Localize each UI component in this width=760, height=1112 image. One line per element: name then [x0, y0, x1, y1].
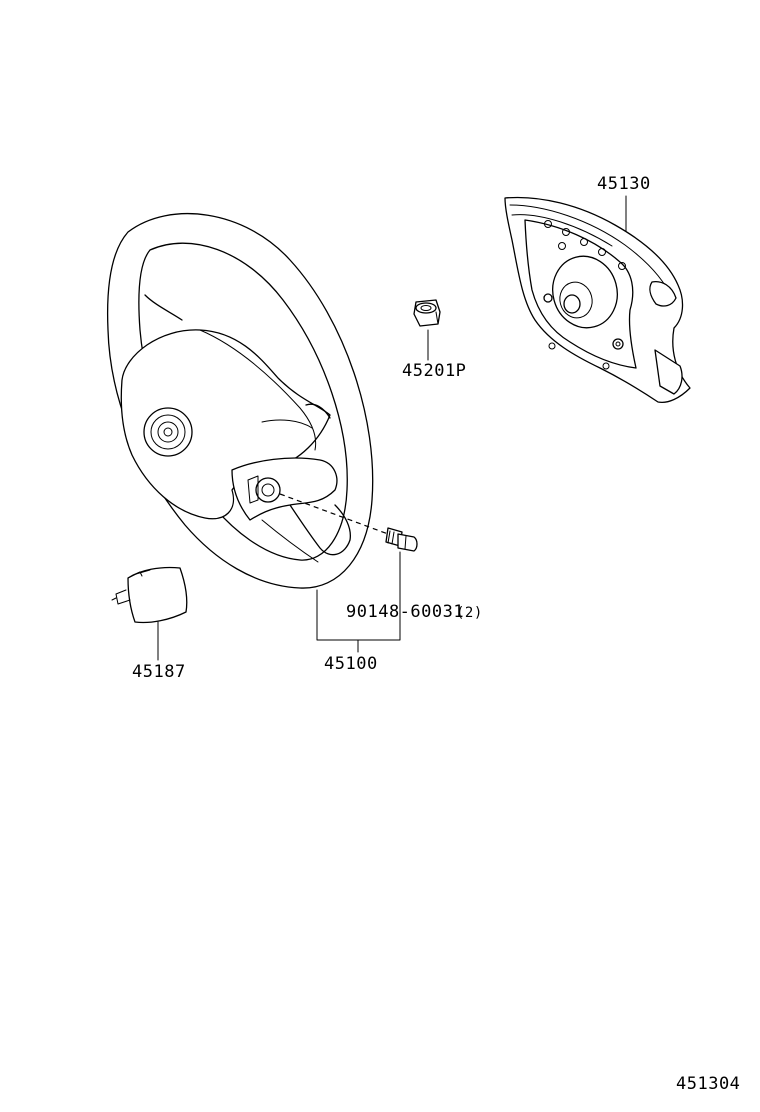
switch-cover-icon[interactable] — [111, 566, 188, 624]
airbag-cover-icon[interactable] — [504, 196, 691, 404]
diagram-id: 451304 — [676, 1074, 741, 1094]
bolt-icon[interactable] — [385, 527, 418, 552]
leader-lines — [157, 195, 627, 661]
steering-wheel-icon[interactable] — [107, 213, 374, 589]
hex-nut-icon[interactable] — [413, 299, 441, 327]
part-number-45100[interactable]: 45100 — [324, 654, 378, 674]
part-number-90148-60031[interactable]: 90148-60031 — [346, 602, 465, 622]
part-number-45130[interactable]: 45130 — [597, 174, 651, 194]
part-number-45187[interactable]: 45187 — [132, 662, 186, 682]
part-qty-bolt: (2) — [456, 605, 483, 621]
part-number-45201p[interactable]: 45201P — [402, 361, 467, 381]
bolt-leader-dashed — [279, 493, 389, 535]
